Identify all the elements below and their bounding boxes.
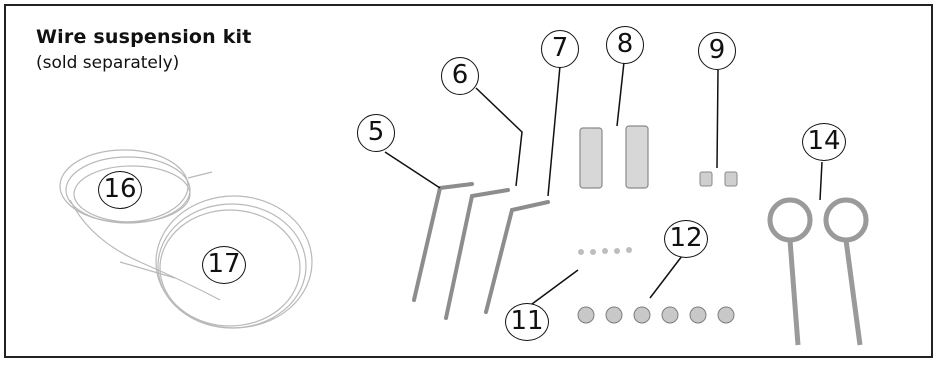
screws-illustration xyxy=(578,247,632,255)
callout-7: 7 xyxy=(541,30,579,68)
nuts-illustration xyxy=(699,171,738,187)
callout-16: 16 xyxy=(98,171,142,209)
callout-9: 9 xyxy=(698,32,736,70)
eye-bolts-illustration xyxy=(767,197,869,346)
anchor-bolts-illustration xyxy=(579,125,649,189)
wire-cables-illustration xyxy=(59,149,313,329)
leader-lines xyxy=(384,61,823,305)
callout-8: 8 xyxy=(606,26,644,64)
callout-6: 6 xyxy=(441,57,479,95)
callout-12: 12 xyxy=(664,220,708,258)
callout-17: 17 xyxy=(202,246,246,284)
clamps-illustration xyxy=(577,306,735,324)
hex-keys-illustration xyxy=(412,182,550,320)
callout-14: 14 xyxy=(802,123,846,161)
kit-title: Wire suspension kit xyxy=(36,26,252,48)
callout-11: 11 xyxy=(505,303,549,341)
kit-subtitle: (sold separately) xyxy=(36,53,180,73)
callout-5: 5 xyxy=(357,114,395,152)
